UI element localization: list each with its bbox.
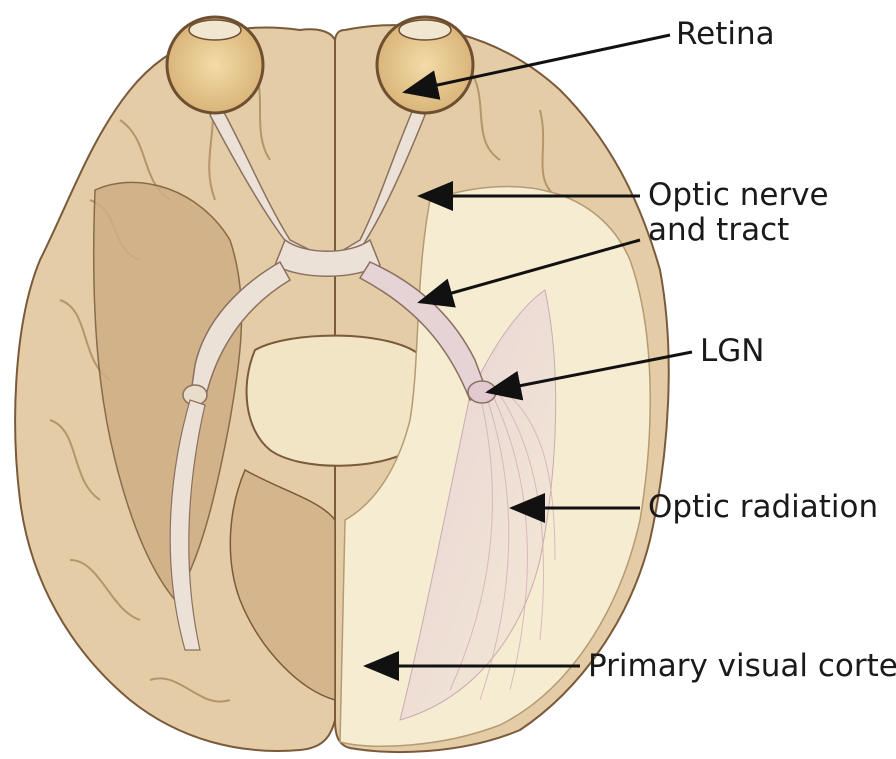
pointer-arrows bbox=[363, 33, 693, 681]
temporal-lobe-left bbox=[92, 181, 243, 602]
optic-tract-right bbox=[358, 261, 489, 401]
cerebellum-left bbox=[229, 468, 336, 701]
optic-chiasm bbox=[274, 238, 381, 277]
label-optic-nerve-line1: Optic nerve bbox=[648, 177, 829, 213]
eye-left bbox=[165, 15, 265, 115]
eye-right bbox=[375, 15, 475, 115]
eyes bbox=[165, 15, 475, 115]
optic-pathway bbox=[169, 103, 497, 651]
label-optic-nerve-line2: and tract bbox=[648, 212, 790, 248]
label-lgn: LGN bbox=[700, 333, 765, 369]
label-optic-radiation: Optic radiation bbox=[648, 489, 879, 525]
label-optic-nerve-and-tract: Optic nerve and tract bbox=[648, 178, 829, 248]
arrow-retina bbox=[402, 33, 671, 100]
radiation-fibers bbox=[449, 385, 556, 701]
label-primary-visual-cortex: Primary visual cortex bbox=[588, 648, 896, 684]
arrow-lgn bbox=[485, 350, 693, 401]
left-optic-radiation bbox=[169, 399, 206, 651]
arrow-optic-tract bbox=[417, 238, 641, 308]
label-retina: Retina bbox=[676, 16, 775, 52]
